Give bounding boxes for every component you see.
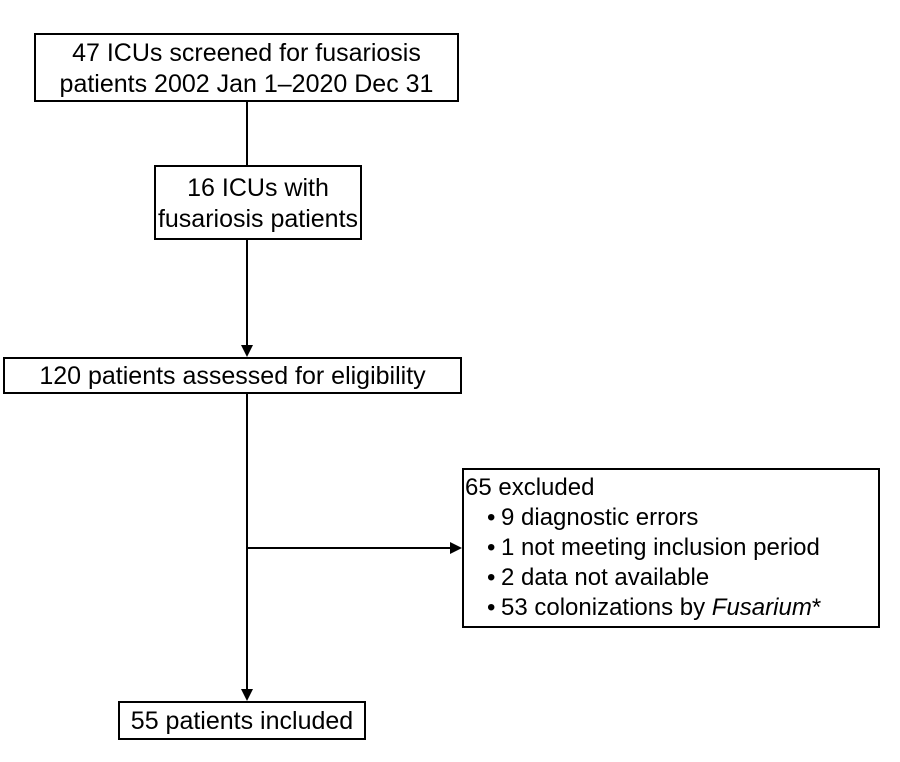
bullet-icon: • (487, 594, 496, 621)
box-included-text: 55 patients included (130, 707, 354, 735)
excluded-reason-item: •1 not meeting inclusion period (487, 533, 878, 563)
box-screened-line-2: patients 2002 Jan 1–2020 Dec 31 (59, 70, 434, 98)
excluded-reason-footnote-mark: * (811, 594, 822, 621)
bullet-icon: • (487, 564, 496, 591)
excluded-reason-text: 2 data not available (501, 564, 710, 591)
box-patients-included: 55 patients included (118, 701, 366, 740)
box-screened-line-1: 47 ICUs screened for fusariosis (72, 39, 421, 67)
excluded-reason-item: •9 diagnostic errors (487, 503, 878, 533)
excluded-reason-text: 1 not meeting inclusion period (501, 534, 820, 561)
box-with-patients-line-1: 16 ICUs with (187, 174, 329, 202)
bullet-icon: • (487, 534, 496, 561)
box-patients-excluded: 65 excluded •9 diagnostic errors •1 not … (462, 468, 880, 628)
excluded-reason-item: •2 data not available (487, 563, 878, 593)
bullet-icon: • (487, 504, 496, 531)
box-with-patients-line-2: fusariosis patients (157, 205, 359, 233)
box-assessed-text: 120 patients assessed for eligibility (39, 362, 426, 390)
box-icus-with-patients: 16 ICUs with fusariosis patients (154, 165, 362, 240)
excluded-reasons-list: •9 diagnostic errors •1 not meeting incl… (464, 503, 878, 623)
excluded-title: 65 excluded (465, 474, 595, 501)
excluded-reason-genus: Fusarium (711, 594, 812, 621)
excluded-reason-text: 53 colonizations by (501, 594, 712, 621)
box-patients-assessed: 120 patients assessed for eligibility (3, 357, 462, 394)
box-icus-screened: 47 ICUs screened for fusariosis patients… (34, 33, 459, 102)
excluded-reason-item: •53 colonizations by Fusarium* (487, 593, 878, 623)
excluded-reason-text: 9 diagnostic errors (501, 504, 699, 531)
